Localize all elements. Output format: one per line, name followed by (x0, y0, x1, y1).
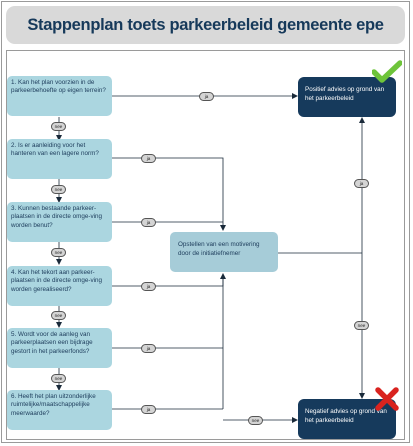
yes-label-q4: ja (141, 282, 156, 291)
no-label-q6: nee (248, 416, 263, 425)
no-label-q3: nee (51, 248, 66, 257)
question-6-text: 6. Heeft het plan uitzonderlijke ruimtel… (11, 393, 96, 417)
diagram-title: Stappenplan toets parkeerbeleid gemeente… (27, 15, 384, 34)
question-4: 4. Kan het tekort aan parkeer-plaatsen i… (7, 266, 112, 306)
question-1: 1. Kan het plan voorzien in de parkeerbe… (7, 76, 112, 116)
no-label-q5: nee (51, 374, 66, 383)
motivation-text: Opstellen van een motivering door de ini… (178, 241, 260, 257)
negative-advice-text: Negatief advies op grond van het parkeer… (305, 408, 387, 424)
no-label-motivation: nee (354, 321, 369, 330)
yes-label-q5: ja (141, 344, 156, 353)
question-4-text: 4. Kan het tekort aan parkeer-plaatsen i… (11, 269, 103, 293)
yes-label-q2: ja (141, 154, 156, 163)
question-3: 3. Kunnen bestaande parkeer-plaatsen in … (7, 202, 112, 242)
yes-label-q6: ja (141, 405, 156, 414)
question-1-text: 1. Kan het plan voorzien in de parkeerbe… (11, 79, 106, 95)
no-label-q2: nee (51, 185, 66, 194)
cross-icon (375, 387, 399, 411)
yes-label-q1: ja (199, 92, 214, 101)
question-2-text: 2. Is er aanleiding voor het hanteren va… (11, 142, 99, 158)
diagram-area (6, 50, 405, 440)
connector-q4-bus (112, 273, 226, 287)
motivation-box: Opstellen van een motivering door de ini… (170, 232, 278, 272)
connector-q2-bus (112, 157, 226, 231)
positive-advice-box: Positief advies op grond van het parkeer… (298, 77, 396, 117)
question-5: 5. Wordt voor de aanleg van parkeerplaat… (7, 328, 112, 368)
no-label-q1: nee (51, 122, 66, 131)
check-icon (372, 60, 402, 83)
question-2: 2. Is er aanleiding voor het hanteren va… (7, 139, 112, 179)
title-bar: Stappenplan toets parkeerbeleid gemeente… (6, 6, 405, 44)
yes-label-motivation: ja (354, 179, 369, 188)
question-5-text: 5. Wordt voor de aanleg van parkeerplaat… (11, 331, 93, 355)
no-label-q4: nee (51, 311, 66, 320)
question-6: 6. Heeft het plan uitzonderlijke ruimtel… (7, 390, 112, 430)
positive-advice-text: Positief advies op grond van het parkeer… (305, 86, 385, 102)
yes-label-q3: ja (141, 218, 156, 227)
question-3-text: 3. Kunnen bestaande parkeer-plaatsen in … (11, 205, 103, 229)
